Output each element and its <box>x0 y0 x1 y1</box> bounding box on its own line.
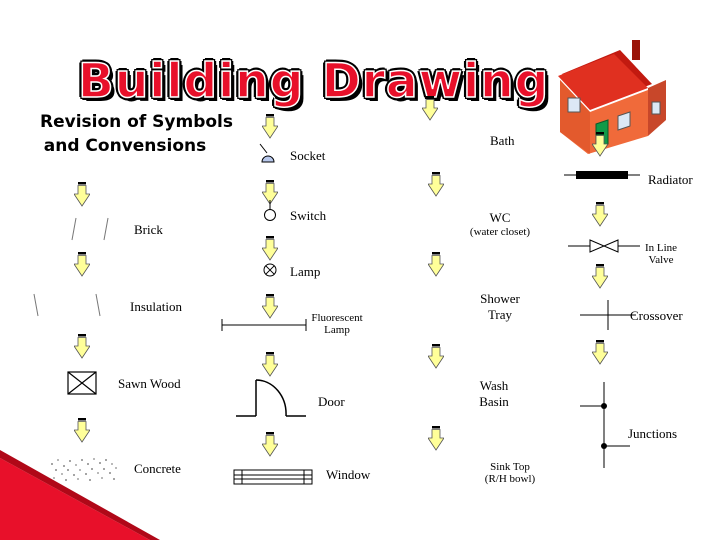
radiator-label: Radiator <box>648 172 693 187</box>
sawn-wood-label: Sawn Wood <box>118 376 181 391</box>
wash-label-2: Basin <box>479 394 509 409</box>
sink-top-label: Sink Top (R/H bowl) <box>470 461 550 485</box>
arrow-down-icon <box>74 418 90 443</box>
in-line-valve-label: In Line Valve <box>630 242 692 266</box>
concrete-hatch-symbol <box>51 458 117 481</box>
page-subtitle: Revision of Symbols and Convensions <box>40 110 234 158</box>
fluorescent-lamp-label: Fluorescent Lamp <box>292 312 382 336</box>
lamp-symbol <box>263 263 277 277</box>
crossover-symbol <box>580 300 636 330</box>
bath-label: Bath <box>490 133 515 148</box>
switch-symbol <box>264 200 276 221</box>
switch-label: Switch <box>290 208 327 223</box>
arrow-down-icon <box>262 114 278 139</box>
arrow-down-icon <box>262 180 278 205</box>
in-line-valve-symbol <box>568 239 640 253</box>
arrow-down-icon <box>428 344 444 369</box>
sink-label-1: Sink Top <box>490 461 530 473</box>
arrow-down-icon <box>262 432 278 457</box>
shower-label-2: Tray <box>487 307 513 322</box>
arrow-down-icon <box>428 172 444 197</box>
in-line-valve-label-2: Valve <box>648 254 674 266</box>
concrete-label: Concrete <box>134 461 181 476</box>
fluorescent-label-2: Lamp <box>324 324 350 336</box>
door-label: Door <box>318 394 345 409</box>
shower-tray-label: Shower Tray <box>460 291 540 323</box>
arrow-down-icon <box>74 182 90 207</box>
brick-hatch-symbol <box>71 217 109 241</box>
junctions-label: Junctions <box>628 426 678 441</box>
wc-label: WC (water closet) <box>450 210 550 238</box>
wc-label-main: WC <box>489 210 511 225</box>
arrow-down-icon <box>592 202 608 227</box>
sawn-wood-symbol <box>67 371 97 395</box>
window-symbol <box>233 469 313 485</box>
fluorescent-label-1: Fluorescent <box>311 312 363 324</box>
subtitle-line-1: Revision of Symbols <box>40 112 234 132</box>
arrow-down-icon <box>262 236 278 261</box>
brick-label: Brick <box>134 222 163 237</box>
arrow-down-icon <box>592 340 608 365</box>
lamp-label: Lamp <box>290 264 321 279</box>
insulation-label: Insulation <box>130 299 182 314</box>
subtitle-line-2: and Convensions <box>43 136 207 156</box>
crossover-label: Crossover <box>630 308 683 323</box>
insulation-hatch-symbol <box>33 293 101 317</box>
arrow-down-icon <box>74 334 90 359</box>
arrow-down-icon <box>428 426 444 451</box>
corner-ribbon <box>0 450 160 540</box>
page-title: Building Drawing <box>77 53 550 110</box>
socket-symbol <box>259 143 275 163</box>
arrow-down-icon <box>262 352 278 377</box>
wc-label-sub: (water closet) <box>469 226 531 238</box>
arrow-down-icon <box>422 96 438 121</box>
arrow-down-icon <box>74 252 90 277</box>
radiator-symbol <box>564 171 640 179</box>
window-label: Window <box>326 467 371 482</box>
wash-label-1: Wash <box>479 378 509 393</box>
fluorescent-lamp-symbol <box>221 319 307 331</box>
shower-label-1: Shower <box>480 291 520 306</box>
in-line-valve-label-1: In Line <box>644 242 678 254</box>
arrow-down-icon <box>428 252 444 277</box>
junctions-symbol <box>580 382 630 468</box>
sink-label-2: (R/H bowl) <box>484 473 536 485</box>
arrow-down-icon <box>592 132 608 157</box>
door-symbol <box>236 379 306 417</box>
arrow-down-icon <box>592 264 608 289</box>
arrow-down-icon <box>262 294 278 319</box>
house-illustration <box>558 40 666 154</box>
wash-basin-label: Wash Basin <box>454 378 534 410</box>
socket-label: Socket <box>290 148 326 163</box>
